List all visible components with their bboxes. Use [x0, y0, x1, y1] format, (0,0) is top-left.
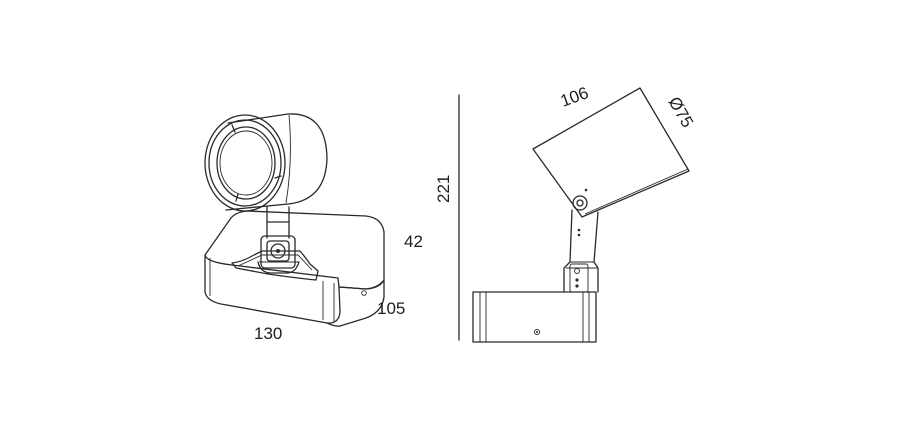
dim-head-length: 106 [558, 83, 591, 111]
side-base-box [472, 291, 597, 343]
dim-head-diameter: Ø75 [665, 94, 698, 131]
lamp-head [204, 113, 328, 212]
dim-base-height: 42 [404, 232, 423, 251]
dim-base-width: 130 [254, 324, 282, 343]
stem [257, 206, 300, 274]
side-head [532, 87, 690, 218]
perspective-view [204, 113, 385, 327]
dim-base-depth: 105 [377, 299, 405, 318]
side-view [472, 87, 690, 343]
side-arm [563, 209, 599, 293]
base-box [204, 210, 385, 327]
dim-total-height: 221 [434, 175, 453, 203]
